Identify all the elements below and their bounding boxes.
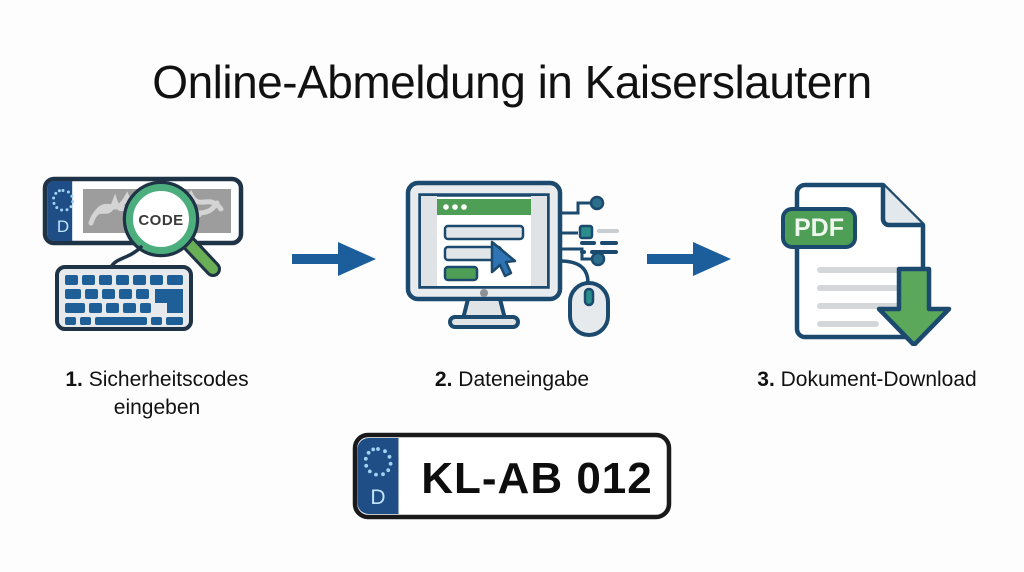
page-title: Online-Abmeldung in Kaiserslautern [152,56,872,108]
step-1-number: 1. [65,368,83,392]
step-2-label: 2. Dateneingabe [435,366,589,394]
step-3: PDF 3. Dokument-Dow [742,171,992,394]
pdf-badge-label: PDF [794,214,844,242]
pdf-download-icon: PDF [781,182,952,347]
license-plate-magnifier-keyboard-icon: D [42,176,244,332]
data-network-nodes-icon [578,195,619,267]
arrow-step2-to-step3-icon [646,241,731,276]
submit-button [443,265,479,282]
arrow-cell-1 [282,171,387,346]
mouse-cable-icon [558,259,590,285]
step-2-text: Dateneingabe [458,368,590,392]
document-text-lines [817,267,899,328]
plate-code-text: CODE [138,212,183,229]
step-1: D [32,171,282,423]
step-1-illustration: D [32,171,282,346]
step-3-illustration: PDF [742,171,992,347]
step-3-label: 3. Dokument-Download [757,366,976,394]
window-dots-icon [443,204,467,210]
result-license-plate: D KL-AB 012 [352,432,672,520]
download-arrow-icon [876,266,952,347]
pdf-badge: PDF [781,207,857,250]
step-2-illustration [387,171,637,346]
step-1-label: 1. Sicherheitscodes eingeben [40,366,275,423]
form-field-1 [443,224,525,241]
steps-row: D [32,171,992,423]
keyboard-icon [55,265,193,332]
arrow-cursor-icon [490,240,517,278]
arrow-cell-2 [637,171,742,346]
result-plate-registration: KL-AB 012 [421,454,653,503]
eu-stars-icon [52,189,75,212]
mouse-icon [568,281,610,338]
step-1-text: Sicherheitscodes eingeben [88,368,249,420]
step-2: 2. Dateneingabe [387,171,637,394]
monitor-form-mouse-icon [405,180,619,338]
result-plate-wrapper: D KL-AB 012 [0,432,1024,520]
cable-icon [109,245,143,269]
step-3-text: Dokument-Download [780,368,977,392]
result-plate-eu-stars-icon [363,447,393,477]
step-3-number: 3. [757,368,775,392]
arrow-step1-to-step2-icon [291,241,376,276]
step-2-number: 2. [434,368,453,392]
plate-country-code: D [57,217,69,236]
result-plate-country-code: D [370,486,385,509]
